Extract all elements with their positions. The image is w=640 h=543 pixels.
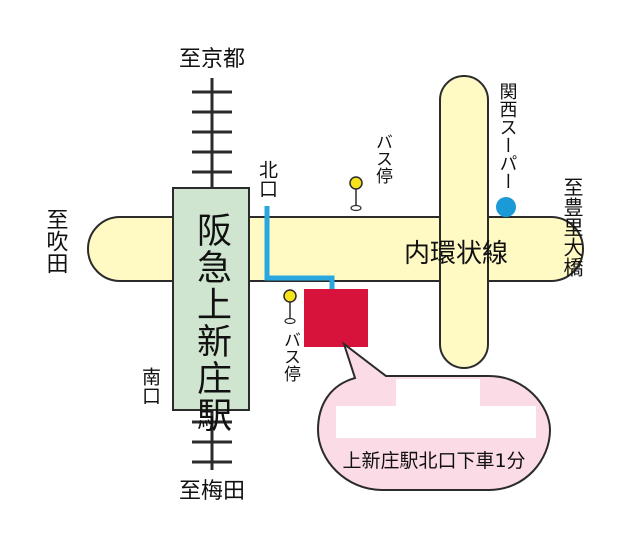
walking-route [264,206,335,294]
callout-access-text: 上新庄駅北口下車1分 [342,450,525,472]
bus-stop-north: バス停 [349,133,393,212]
rail-south-label: 至梅田 [179,479,245,504]
bus-stop-label: バス停 [280,331,301,383]
bus-stop-south: バス停 [280,289,301,383]
east-direction-label: 至豊里大橋 [560,177,584,278]
bus-stop-label: バス停 [372,133,393,185]
bus-stop-icon [283,289,297,303]
ring-road-label: 内環状線 [404,239,508,269]
callout-blank-area [336,406,536,438]
supermarket-label: 関西スーパー [497,82,518,190]
station-name: 阪急上新庄駅 [191,212,231,434]
north-exit-label: 北口 [256,160,278,198]
south-exit-label: 南口 [139,367,161,405]
bus-stop-icon [349,176,363,190]
bus-stop-base [350,204,362,212]
rail-line [192,78,232,470]
rail-north-label: 至京都 [179,47,245,72]
west-direction-label: 至吹田 [43,208,68,274]
supermarket-marker [496,197,516,217]
station-building [172,187,250,411]
callout-blank-area [396,379,480,411]
road-junction [441,218,487,280]
horizontal-road [87,216,584,282]
bus-stop-base [284,317,296,325]
access-callout: 上新庄駅北口下車1分 [316,341,552,491]
destination-building [304,289,368,347]
